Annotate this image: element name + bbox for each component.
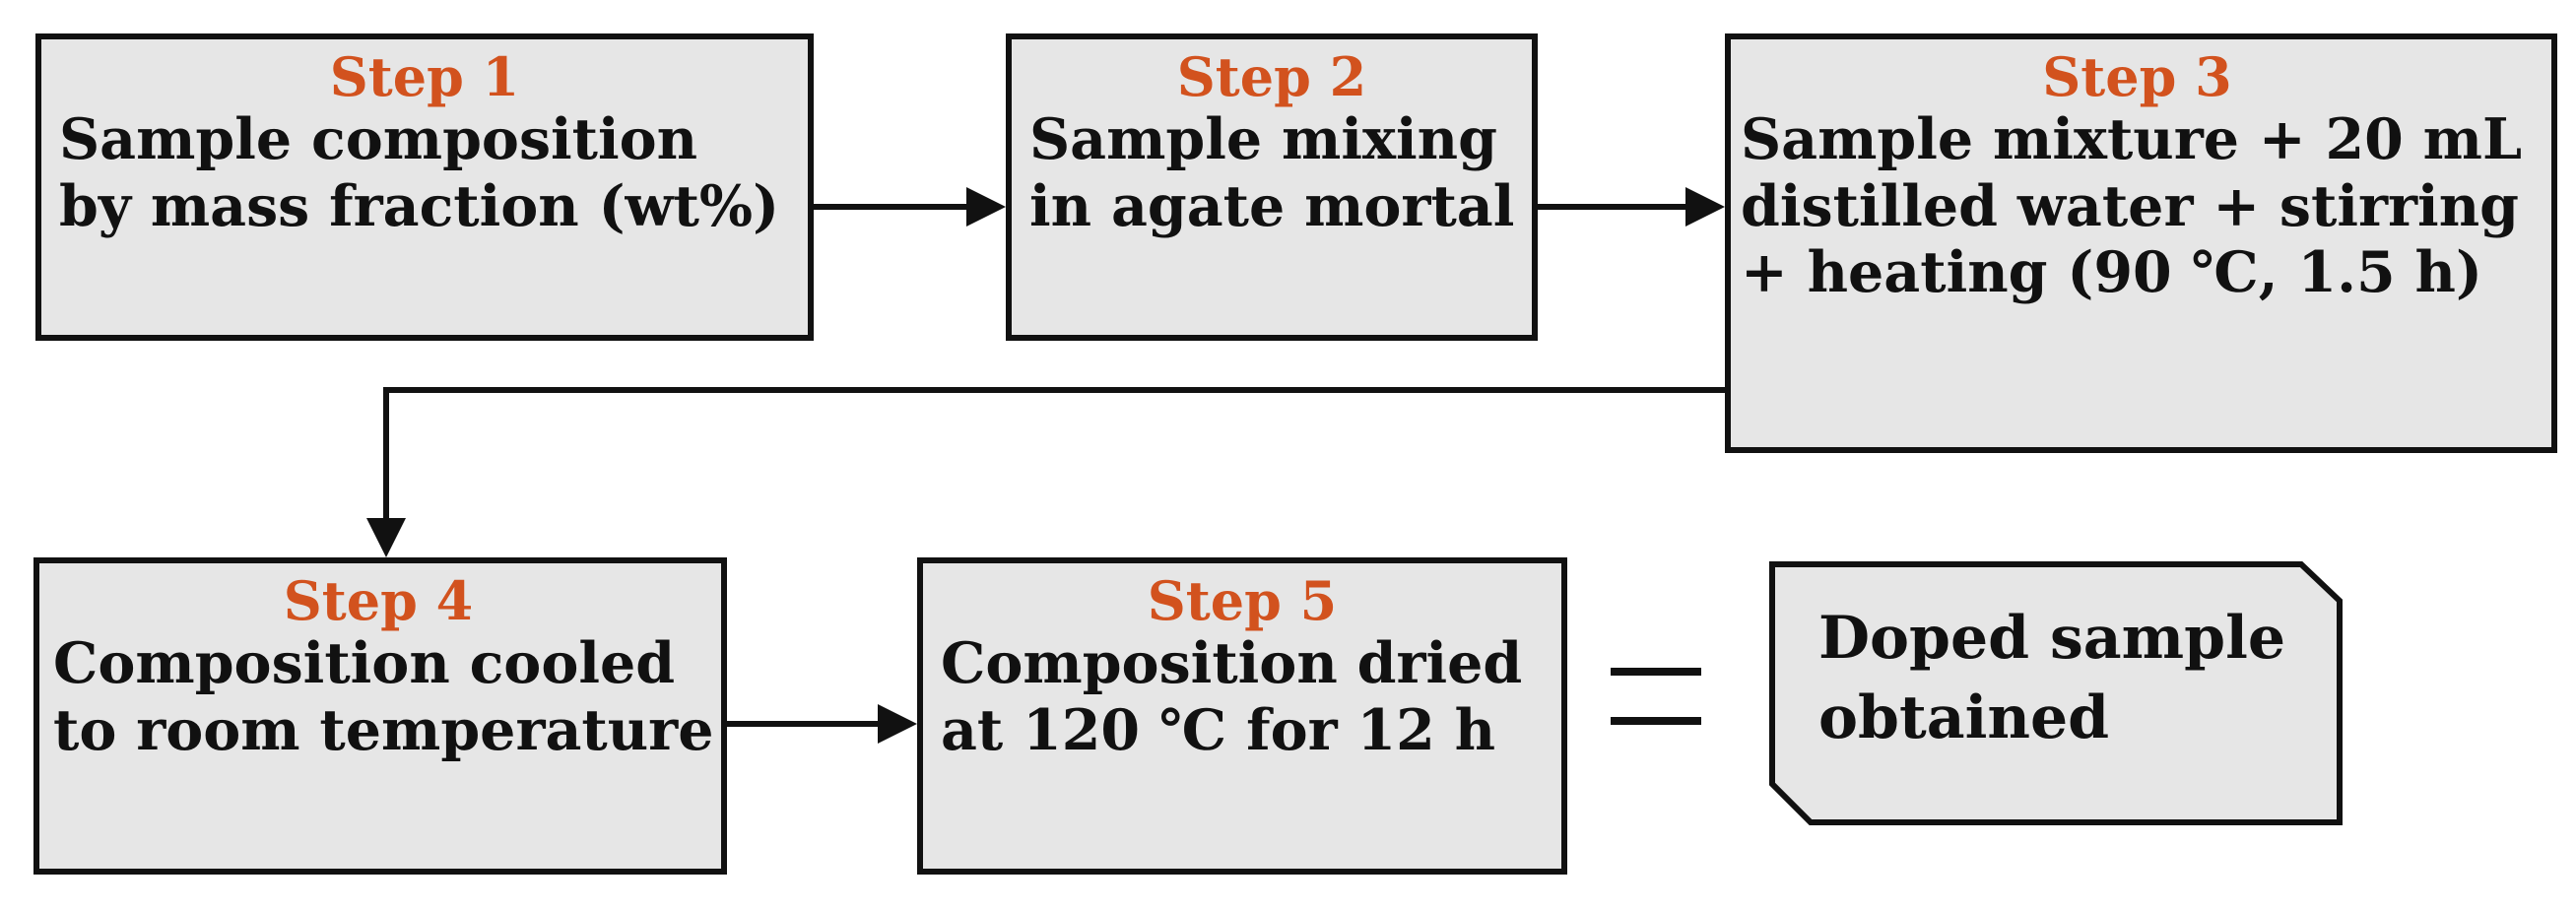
step-3-box: Step 3 Sample mixture + 20 mL distilled … bbox=[1725, 33, 2557, 453]
result-box: Doped sample obtained bbox=[1769, 561, 2343, 825]
step-5-line-2: at 120 ℃ for 12 h bbox=[941, 696, 1496, 763]
step-5-line-1: Composition dried bbox=[941, 630, 1523, 697]
arrow-step3-to-step4-head bbox=[366, 518, 406, 557]
arrow-step1-to-step2-head bbox=[966, 187, 1006, 227]
step-1-title: Step 1 bbox=[329, 45, 520, 108]
step-4-line-1: Composition cooled bbox=[53, 630, 676, 697]
step-2-title: Step 2 bbox=[1176, 45, 1367, 108]
step-1-line-1: Sample composition bbox=[59, 106, 698, 173]
arrow-step3-to-step4 bbox=[383, 387, 1725, 522]
step-2-line-2: in agate mortal bbox=[1029, 172, 1515, 239]
step-3-line-2: distilled water + stirring bbox=[1741, 172, 2520, 239]
step-3-line-3: + heating (90 ℃, 1.5 h) bbox=[1741, 238, 2482, 305]
step-3-line-1: Sample mixture + 20 mL bbox=[1741, 106, 2523, 173]
step-5-box: Step 5 Composition dried at 120 ℃ for 12… bbox=[917, 557, 1567, 875]
arrow-step4-to-step5-head bbox=[878, 704, 917, 744]
step-1-box: Step 1 Sample composition by mass fracti… bbox=[35, 33, 814, 341]
step-3-title: Step 3 bbox=[2042, 45, 2232, 108]
step-1-line-2: by mass fraction (wt%) bbox=[59, 172, 780, 239]
step-2-box: Step 2 Sample mixing in agate mortal bbox=[1006, 33, 1538, 341]
result-box-shape bbox=[1769, 561, 2343, 825]
arrow-step2-to-step3-head bbox=[1685, 187, 1725, 227]
step-4-box: Step 4 Composition cooled to room temper… bbox=[33, 557, 727, 875]
result-line-2: obtained bbox=[1818, 683, 2110, 752]
result-text: Doped sample obtained bbox=[1818, 599, 2285, 758]
equals-sign bbox=[1611, 668, 1701, 727]
step-2-line-1: Sample mixing bbox=[1029, 106, 1497, 173]
step-4-title: Step 4 bbox=[283, 569, 474, 632]
step-5-title: Step 5 bbox=[1147, 569, 1338, 632]
equals-bar-top bbox=[1611, 668, 1701, 676]
equals-bar-bottom bbox=[1611, 717, 1701, 725]
result-line-1: Doped sample bbox=[1818, 604, 2286, 673]
step-4-line-2: to room temperature bbox=[53, 696, 714, 763]
